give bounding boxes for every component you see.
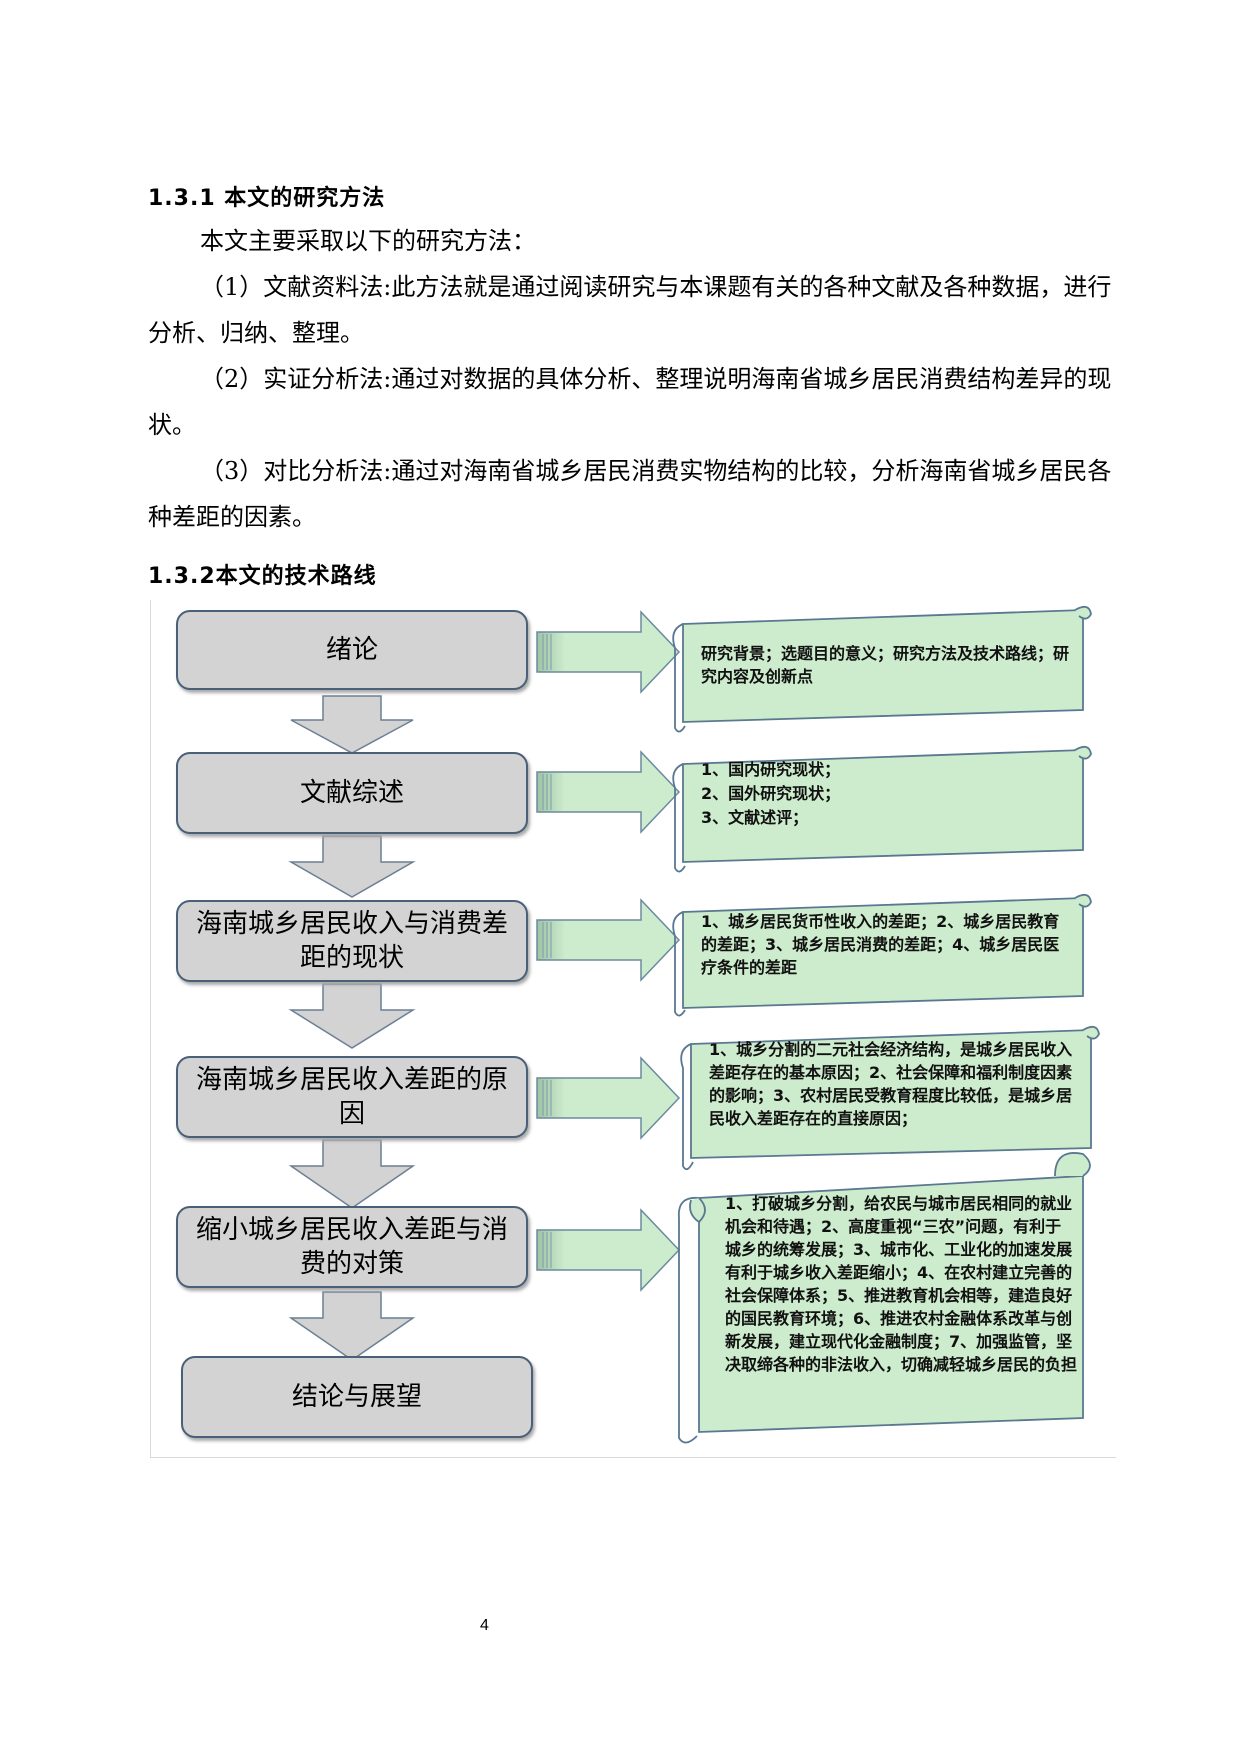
- note-scroll-2: [682, 749, 1084, 863]
- note-text-5: 1、打破城乡分割，给农民与城市居民相同的就业机会和待遇；2、高度重视“三农”问题…: [725, 1194, 1078, 1374]
- note-scroll-3: [682, 897, 1084, 1009]
- note-scroll-5: [698, 1175, 1084, 1433]
- note-scroll-4: [690, 1029, 1092, 1159]
- stage-countermeasures: 缩小城乡居民收入差距与消费的对策: [176, 1206, 528, 1288]
- note-text-2: 1、国内研究现状； 2、国外研究现状； 3、文献述评；: [701, 760, 841, 827]
- flowchart-graphics: [288, 605, 1100, 1444]
- right-arrow-2: [536, 750, 681, 834]
- section-heading-technical-route: 1.3.2本文的技术路线: [148, 564, 377, 589]
- down-arrow-2: [288, 835, 416, 898]
- method-1-paragraph: （1）文献资料法:此方法就是通过阅读研究与本课题有关的各种文献及各种数据，进行分…: [148, 273, 1112, 347]
- down-arrow-5: [288, 1291, 416, 1361]
- right-arrow-3: [536, 898, 681, 982]
- down-arrow-1: [290, 695, 414, 754]
- right-arrow-1: [536, 610, 681, 694]
- stage-current-situation: 海南城乡居民收入与消费差距的现状: [176, 900, 528, 982]
- method-3-paragraph: （3）对比分析法:通过对海南省城乡居民消费实物结构的比较，分析海南省城乡居民各种…: [148, 457, 1112, 531]
- technical-route-flowchart: 绪论 文献综述 海南城乡居民收入与消费差距的现状 海南城乡居民收入差距的原因 缩…: [150, 600, 1116, 1458]
- down-arrow-4: [288, 1139, 416, 1209]
- note-scroll-1: [682, 609, 1084, 723]
- stage-literature-review: 文献综述: [176, 752, 528, 834]
- intro-paragraph: 本文主要采取以下的研究方法：: [200, 227, 536, 255]
- section-heading-research-methods: 1.3.1 本文的研究方法: [148, 186, 386, 211]
- down-arrow-3: [288, 983, 416, 1049]
- stage-introduction: 绪论: [176, 610, 528, 690]
- stage-conclusion: 结论与展望: [181, 1356, 533, 1438]
- right-arrow-4: [536, 1056, 681, 1140]
- note-text-1: 研究背景；选题目的意义；研究方法及技术路线；研究内容及创新点: [701, 644, 1070, 686]
- stage-causes: 海南城乡居民收入差距的原因: [176, 1056, 528, 1138]
- page-number: 4: [480, 1617, 489, 1634]
- note-text-4: 1、城乡分割的二元社会经济结构，是城乡居民收入差距存在的基本原因；2、社会保障和…: [709, 1040, 1073, 1128]
- right-arrow-5: [536, 1208, 681, 1292]
- note-text-3: 1、城乡居民货币性收入的差距；2、城乡居民教育的差距；3、城乡居民消费的差距；4…: [701, 912, 1060, 977]
- method-2-paragraph: （2）实证分析法:通过对数据的具体分析、整理说明海南省城乡居民消费结构差异的现状…: [148, 365, 1112, 439]
